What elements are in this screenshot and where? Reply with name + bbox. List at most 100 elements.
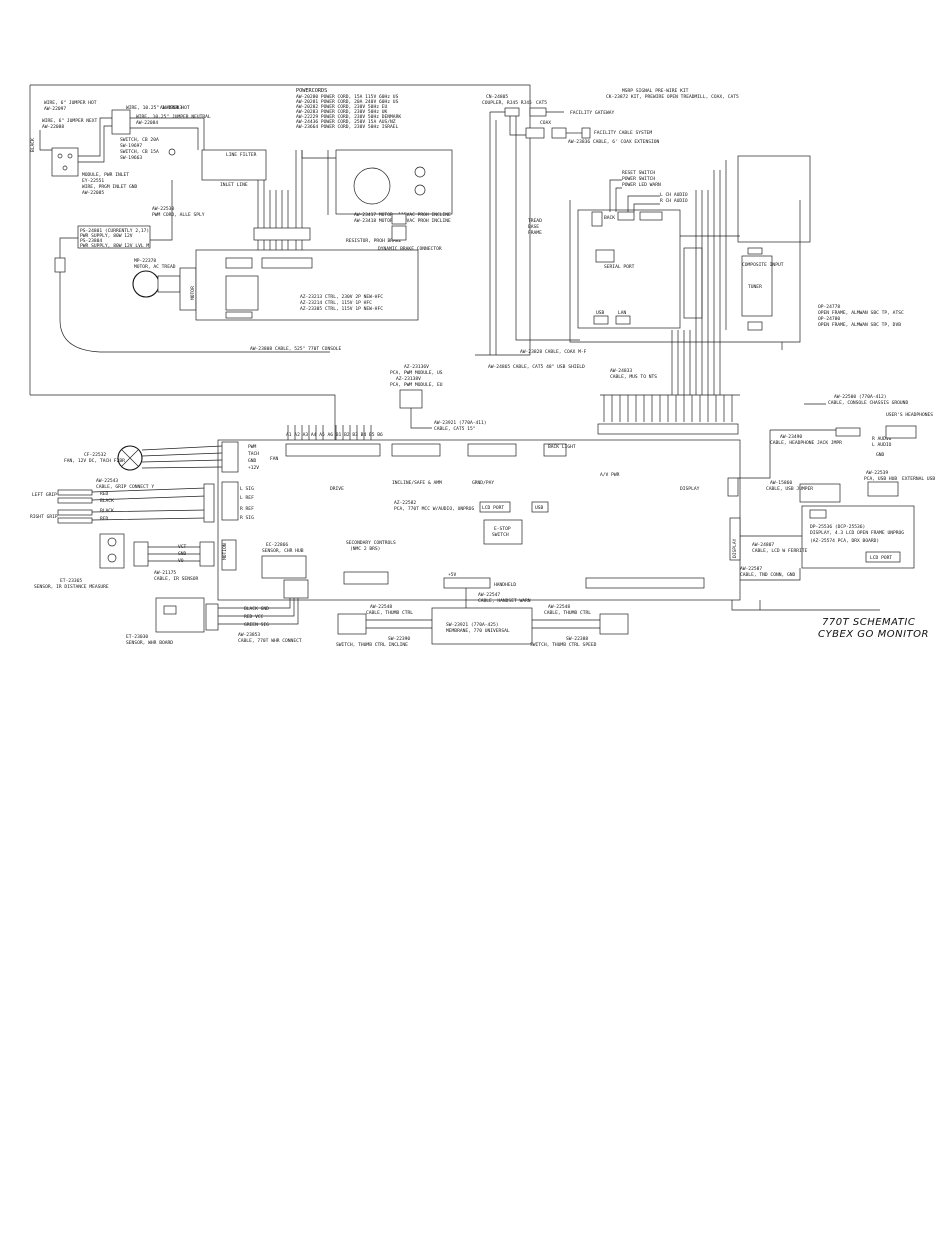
incline-motor-icon [353, 167, 391, 205]
facility-gateway-label: FACILITY GATEWAY [570, 110, 614, 116]
speed-pin-2: RED VCC [244, 614, 264, 620]
power-led-label: POWER LED WARN [622, 182, 661, 188]
console-cable-label: AW-23808 CABLE, 525" 770T CONSOLE [250, 346, 342, 352]
fan-connector [221, 441, 239, 473]
switch-cb2-label: SWITCH, CB 15A [120, 149, 159, 155]
hr-cable-pn: AW-22543 [96, 478, 118, 484]
powercord-7: AW-23664 POWER CORD, 230V 50Hz ISRAEL [296, 124, 399, 130]
gnd-label: GND [876, 452, 885, 458]
pcb-pwm-2: PCA, PWM MODULE, US [390, 370, 443, 376]
mus-cable-bundle: AW-24833 CABLE, MUS TO NTS [600, 330, 740, 422]
membrane-label: MEMBRANE, 770 UNIVERSAL [446, 628, 510, 634]
power-switch-label: POWER SWITCH [622, 176, 655, 182]
sensor-hub-label: SENSOR, CHR HUB [262, 548, 304, 554]
serial-port-label: SERIAL PORT [604, 264, 635, 270]
display-side-tab: DISPLAY [732, 538, 738, 558]
fan-pin-3: GND [248, 458, 257, 464]
powercords-list: POWERCORDS AW-20280 POWER CORD, 15A 115V… [296, 88, 401, 130]
fan-pin-4: +12V [248, 465, 259, 471]
speed-sensor-box [155, 597, 205, 633]
fan-pn: CF-22532 [84, 452, 106, 458]
ctrl-pn-2: AZ-23214 CTRL, 115V 1P HFC [300, 300, 372, 306]
thumb-speed-cable-pn: AW-22548 [548, 604, 570, 610]
back-light-conn-label: BACK LIGHT [548, 444, 576, 450]
speed-sensor-label: SENSOR, WHR BOARD [126, 640, 173, 646]
cable-mus-pn: AW-24833 [610, 368, 632, 374]
coax-label: COAX [540, 120, 551, 126]
speed-cable-label: CABLE, 770T WHR CONNECT [238, 638, 302, 644]
grip-r-pin-1: BLACK [100, 508, 114, 514]
hr-pin-2: L REF [240, 495, 254, 501]
speed-sensor-pn: ET-23030 [126, 634, 148, 640]
fan-pin-1: PWM [248, 444, 257, 450]
speed-pin-1: BLACK GND [244, 606, 269, 612]
jumper-hot-label: WIRE, 6" JUMPER HOT [44, 100, 97, 106]
usb-label: USB [596, 310, 605, 316]
composite-input-label: COMPOSITE INPUT [742, 262, 784, 268]
estop-switch [483, 519, 523, 545]
inlet-line-label: INLET LINE [220, 182, 248, 188]
jumper-neut-label: WIRE, 10.25" JUMPER NEUTRAL [136, 114, 211, 120]
facility-cable-label: FACILITY CABLE SYSTEM [594, 130, 652, 136]
bottom-pin-left-1: +5V [448, 572, 457, 578]
pwm-cord-label: PWM CORD, ALLE SPLY [152, 212, 205, 218]
cable-lcd-pn: AW-24807 [752, 542, 774, 548]
thumb-incline-sw-label: SWITCH, THUMB CTRL INCLINE [336, 642, 408, 648]
handheld-cable-label: CABLE, HANDSET WARN [478, 598, 531, 604]
wire-prgm-inlet-label: WIRE, PRGM INLET GND [82, 184, 138, 190]
title-block: 770T SCHEMATIC CYBEX GO MONITOR [818, 617, 928, 640]
cable-tnd-pn: AW-22587 [740, 566, 762, 572]
open-frame-4: OPEN FRAME, ALMWAN SBC TP, DVB [818, 322, 901, 328]
schematic-title: 770T SCHEMATIC [822, 617, 915, 628]
thumb-speed-switch [599, 613, 629, 635]
lcd-port-box [479, 501, 511, 513]
hr-cable-label: CABLE, GRIP CONNECT Y [96, 484, 154, 490]
pcb-pwm-1: AZ-23136V [404, 364, 429, 370]
network-section: CN-24805 COUPLER, RJ45 RJ45 CAT5 FACILIT… [482, 88, 739, 370]
right-accessories: AW-22500 (770A-412) CABLE, CONSOLE CHASS… [731, 394, 935, 611]
motor-connector-label: MOTOR [190, 286, 196, 300]
ir-cable-label: CABLE, IR SENSOR [154, 576, 198, 582]
jumper-hot2-pn: AW-22083 [160, 105, 182, 111]
motor-pn: MP-22378 [134, 258, 156, 264]
grip-l-pin-1: RED [100, 491, 109, 497]
incline-motor: AW-23417 MOTOR, 115VAC PROH INCLINE AW-2… [301, 149, 453, 252]
usb-hub-pn: AW-22539 [866, 470, 888, 476]
r-ch-audio-label: R CH AUDIO [660, 198, 688, 204]
av-pwr-label: A/V PWR [600, 472, 620, 478]
pwr-supply-4: PWR SUPPLY, 80W 12V LVL M [80, 243, 149, 249]
membrane-box [431, 607, 533, 645]
ac-motor: MP-22378 MOTOR, AC TREAD MOTOR [132, 258, 197, 311]
right-grip-label: RIGHT GRIP [30, 514, 58, 520]
thumb-incline-cable-label: CABLE, THUMB CTRL [366, 610, 413, 616]
pcb-pwm-3: AZ-23138V [396, 376, 421, 382]
ground-terminal-icon [168, 148, 176, 156]
coax-ext-label: AW-23836 CABLE, 6' COAX EXTENSION [568, 139, 660, 145]
sensor-hub: EC-22866 SENSOR, CHR HUB [261, 542, 309, 599]
hr-pin-3: R REF [240, 506, 254, 512]
tuner-label: TUNER [748, 284, 762, 290]
cable-cat5-label: AW-23828 CABLE, COAX M-F [520, 349, 587, 355]
thumb-speed-cable-label: CABLE, THUMB CTRL [544, 610, 591, 616]
drive-label: DRIVE [330, 486, 344, 492]
lan-label: LAN [618, 310, 627, 316]
pcb-main-1: AZ-22582 [394, 500, 416, 506]
speed-sensor: BLACK GND RED VCC GREEN SIG AW-23853 CAB… [126, 597, 302, 646]
pwr-supply-1: PS-24801 (CURRENTLY 2,17) [80, 228, 149, 234]
pcb-pwm-4: PCA, PWM MODULE, EU [390, 382, 443, 388]
usb-hub-box [867, 481, 899, 497]
cable-cat5-15-label: CABLE, CAT5 15" [434, 426, 476, 432]
motion-label: MOTION [222, 543, 228, 560]
incline-motor-box [335, 149, 453, 215]
jumper-next-pn: AW-22088 [42, 124, 64, 130]
black-wire-label: BLACK [30, 138, 36, 152]
thumb-controls: AW-22547 CABLE, HANDSET WARN SW-23921 (7… [336, 588, 629, 648]
fan-desc: FAN, 12V DC, TACH F2BR [64, 458, 125, 464]
thumb-incline-cable-pn: AW-22548 [370, 604, 392, 610]
usb-jumper-pn: AW-15860 [770, 480, 792, 486]
fan: CF-22532 FAN, 12V DC, TACH F2BR [64, 445, 223, 471]
powercord-2: AW-20281 POWER CORD, 20A 240V 60Hz US [296, 99, 399, 105]
r-audio-label: R AUDIO [872, 436, 892, 442]
dist-sensor-label: SENSOR, IR DISTANCE MEASURE [34, 584, 109, 590]
wire-prgm-inlet-pn: AW-22085 [82, 190, 104, 196]
